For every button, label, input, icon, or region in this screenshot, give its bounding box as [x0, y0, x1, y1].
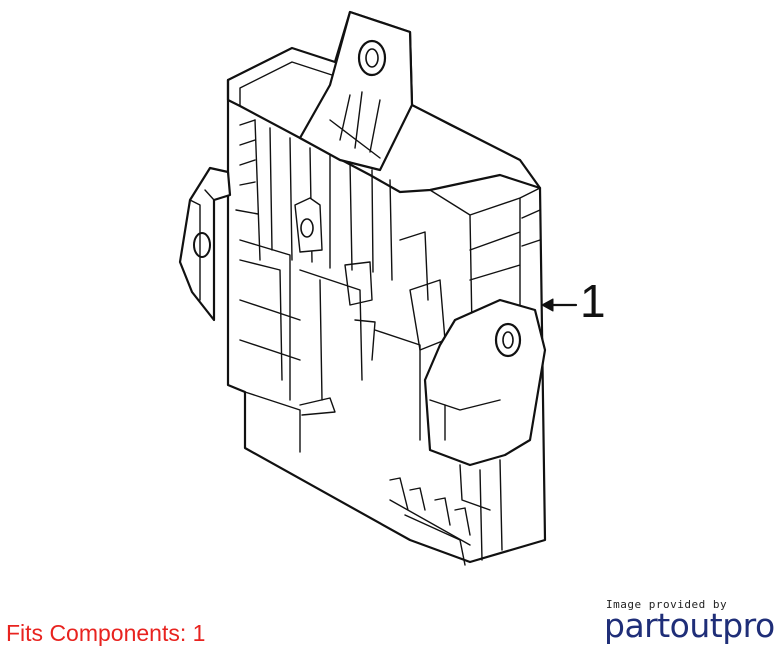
left-mounting-bracket	[178, 166, 232, 322]
junction-box-diagram	[178, 10, 578, 566]
fits-components-label: Fits Components: 1	[6, 620, 206, 646]
housing-top-ledge	[226, 78, 542, 194]
callout-number: 1	[580, 275, 606, 327]
callout-arrowhead	[541, 298, 554, 312]
bottom-clips	[389, 477, 471, 546]
side-fuse-block	[429, 187, 541, 401]
partoutpro-logo: partoutpro	[604, 606, 775, 645]
right-mounting-bracket	[423, 298, 547, 467]
image-provided-by-text: Image provided by	[606, 598, 728, 611]
